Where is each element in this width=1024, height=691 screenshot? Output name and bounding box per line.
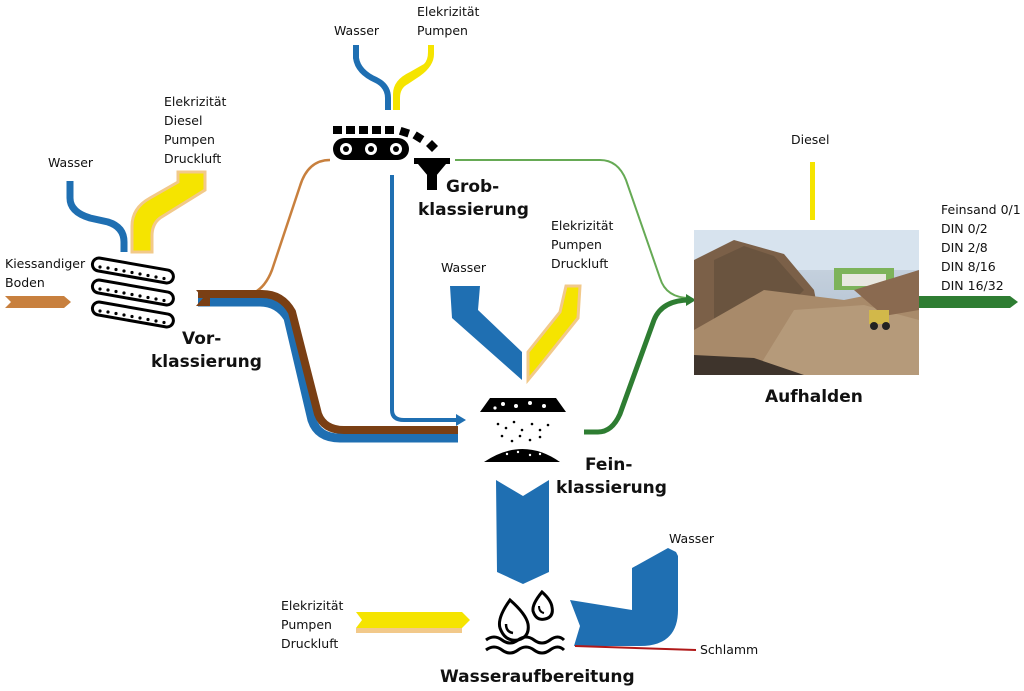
product-output-arrow [918,296,1018,308]
title-line: Wasseraufbereitung [440,667,635,687]
title-line: Grob- [446,177,500,197]
product-item: Feinsand 0/1 [941,202,1021,217]
label-line: Druckluft [164,151,222,166]
feinklassierung-water-input [450,286,522,380]
product-item: DIN 0/2 [941,221,988,236]
label-line: Pumpen [281,617,332,632]
soil-input-arrow [5,296,71,308]
title-line: klassierung [418,200,529,220]
wasseraufbereitung-energy-label: Elekrizität Pumpen Druckluft [281,596,343,653]
grobklassierung-water-label: Wasser [334,21,379,40]
feinklassierung-energy-label: Elekrizität Pumpen Druckluft [551,216,613,273]
label-line: Druckluft [551,256,609,271]
conveyor-icon [333,126,438,160]
label-line: Elekrizität [417,4,480,19]
wasseraufbereitung-energy-input [356,612,470,628]
label-line: Boden [5,275,45,290]
label-line: Wasser [441,260,487,275]
flow-fein-to-wasseraufbereitung [496,480,549,584]
label-line: Wasser [48,155,94,170]
grobklassierung-title: Grob- klassierung [418,176,529,222]
sieve-icon [480,398,566,462]
input-soil-label: Kiessandiger Boden [5,254,85,292]
vorklassierung-energy-input [130,170,207,254]
product-item: DIN 16/32 [941,278,1004,293]
flow-fein-to-aufhalden [584,297,691,435]
aufhalden-diesel-input [810,162,815,220]
aufhalden-title: Aufhalden [765,386,863,409]
title-line: Vor- [182,329,222,349]
sludge-output [574,645,697,651]
label-line: Druckluft [281,636,339,651]
flow-vor-to-fein-soil [198,290,458,434]
title-line: klassierung [556,478,667,498]
vorklassierung-water-input [66,181,128,252]
vorklassierung-water-label: Wasser [48,153,93,172]
label-line: Diesel [791,132,830,147]
title-line: Fein- [585,455,633,475]
aufhalden-diesel-label: Diesel [791,130,829,149]
flow-vor-to-grob [239,158,331,298]
label-line: Pumpen [551,237,602,252]
product-list: Feinsand 0/1 DIN 0/2 DIN 2/8 DIN 8/16 DI… [941,200,1021,295]
stockpile-photo [694,230,919,375]
label-line: Elekrizität [281,598,344,613]
label-line: Wasser [669,531,715,546]
grobklassierung-energy-label: Elekrizität Pumpen [417,2,479,40]
title-line: klassierung [151,352,262,372]
title-line: Aufhalden [765,387,863,407]
product-item: DIN 2/8 [941,240,988,255]
label-line: Pumpen [164,132,215,147]
flow-grob-to-aufhalden [455,159,691,299]
screen-deck-icon [90,256,175,329]
sludge-label: Schlamm [700,640,758,659]
wasseraufbereitung-water-label: Wasser [669,529,714,548]
vorklassierung-title: Vor- klassierung [151,328,262,374]
feinklassierung-title: Fein- klassierung [556,454,667,500]
label-line: Elekrizität [551,218,614,233]
vorklassierung-energy-label: Elekrizität Diesel Pumpen Druckluft [164,92,226,168]
product-item: DIN 8/16 [941,259,996,274]
flow-grob-to-fein [390,175,458,422]
flow-vor-to-fein-water [198,297,458,443]
feinklassierung-water-label: Wasser [441,258,486,277]
label-line: Elekrizität [164,94,227,109]
grobklassierung-energy-input [393,45,434,110]
feinklassierung-energy-input [526,284,582,385]
wasseraufbereitung-title: Wasseraufbereitung [440,666,635,689]
grobklassierung-water-input [353,45,391,110]
hopper-icon [414,158,450,190]
label-line: Pumpen [417,23,468,38]
label-line: Schlamm [700,642,759,657]
label-line: Diesel [164,113,203,128]
label-line: Kiessandiger [5,256,86,271]
water-drops-icon [485,589,566,655]
wasseraufbereitung-water-output [570,548,678,646]
label-line: Wasser [334,23,380,38]
